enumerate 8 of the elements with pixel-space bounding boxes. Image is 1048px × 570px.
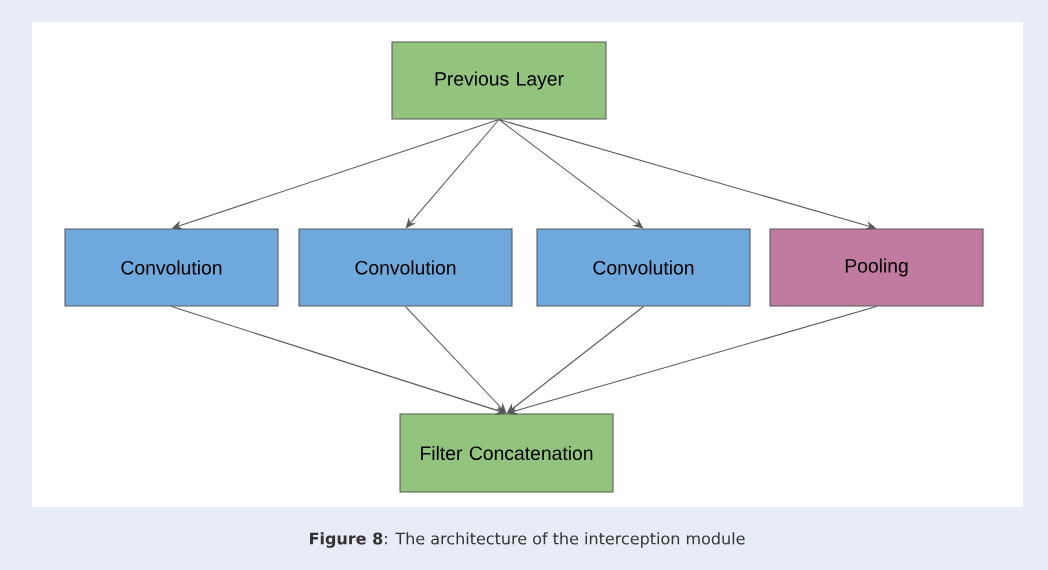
layer-box: Previous Layer xyxy=(391,41,607,120)
layer-box: Convolution xyxy=(536,228,751,307)
layer-box: Pooling xyxy=(769,228,984,307)
layer-box: Filter Concatenation xyxy=(399,413,614,493)
layer-box: Convolution xyxy=(298,228,513,307)
figure-caption: Figure 8: The architecture of the interception module xyxy=(310,532,745,548)
layer-box: Convolution xyxy=(64,228,279,307)
arrow xyxy=(404,305,507,414)
